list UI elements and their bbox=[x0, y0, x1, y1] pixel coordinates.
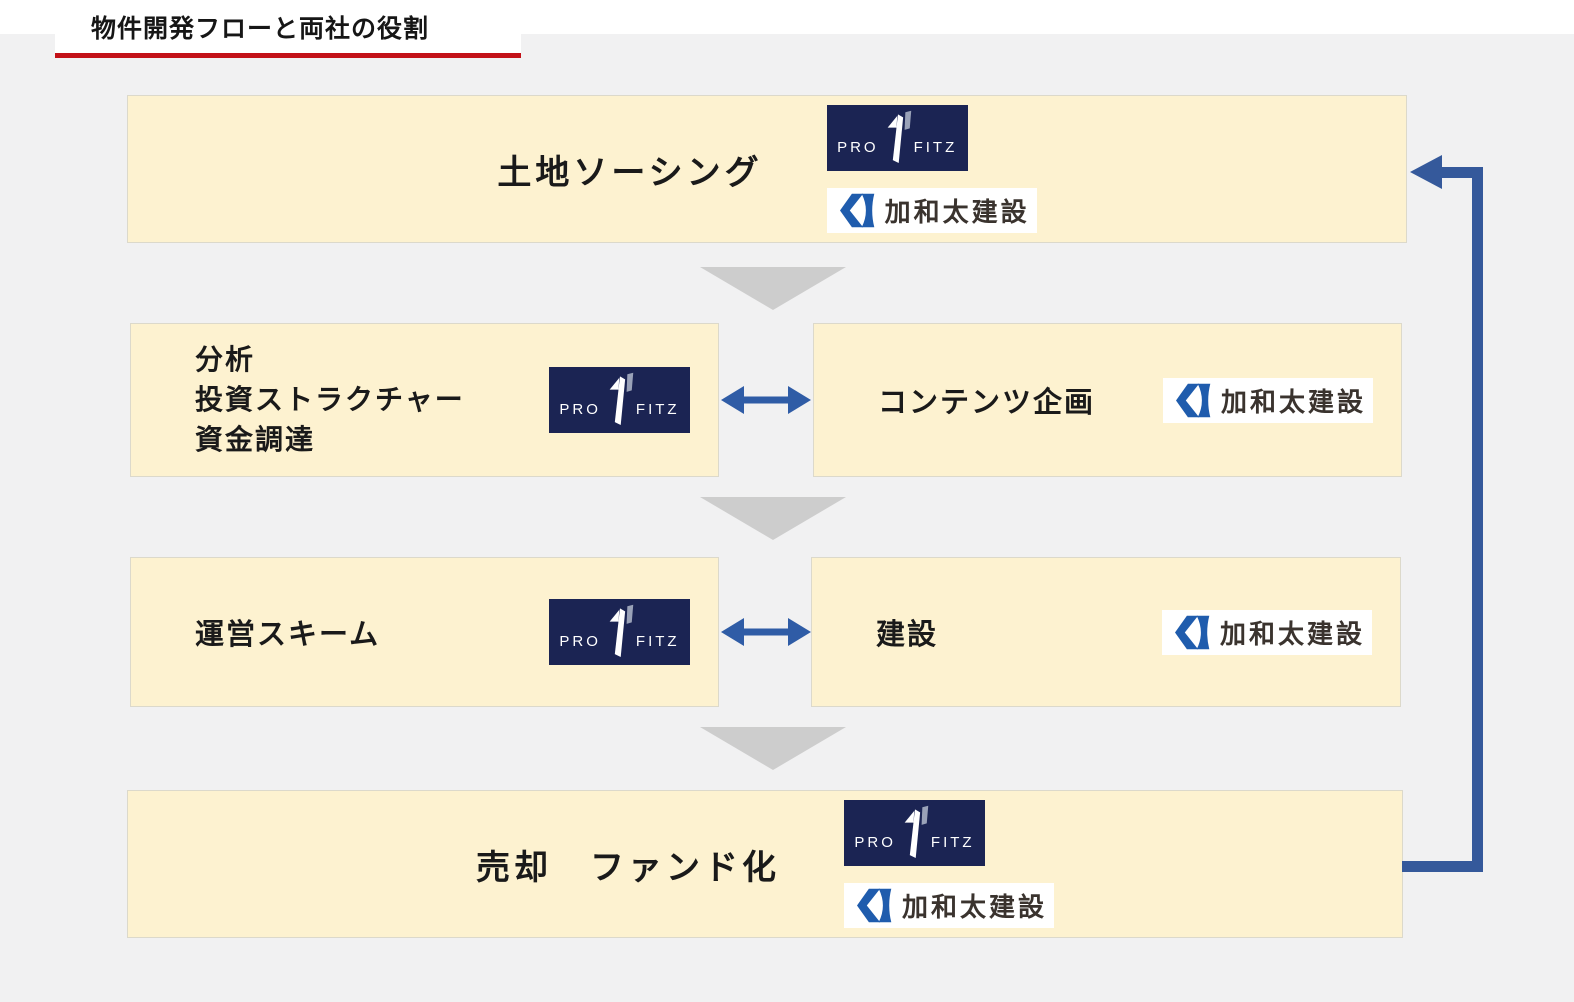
feedback-arrow-vertical-segment bbox=[1472, 172, 1483, 867]
analysis-line-3: 資金調達 bbox=[195, 424, 316, 455]
profitz-mark-icon bbox=[887, 110, 911, 164]
step-box-land-sourcing: 土地ソーシング PRO FITZ 加和太建設 bbox=[127, 95, 1407, 243]
down-arrow-icon-3 bbox=[700, 727, 846, 770]
kawata-text: 加和太建設 bbox=[884, 197, 1030, 227]
profitz-text-pro: PRO bbox=[559, 632, 601, 650]
profitz-text-pro: PRO bbox=[837, 138, 879, 156]
analysis-line-2: 投資ストラクチャー bbox=[195, 384, 465, 415]
down-arrow-icon-1 bbox=[700, 267, 846, 310]
page-title: 物件開発フローと両社の役割 bbox=[91, 14, 430, 43]
feedback-arrow-bottom-segment bbox=[1402, 861, 1483, 872]
step-box-operation-scheme: 運営スキーム PRO FITZ bbox=[130, 557, 719, 707]
kawata-k-icon bbox=[1176, 383, 1211, 417]
logo-stack-step1: PRO FITZ 加和太建設 bbox=[826, 105, 1037, 233]
profitz-mark-icon bbox=[609, 604, 634, 658]
kawata-text: 加和太建設 bbox=[902, 892, 1048, 922]
step-box-content-planning: コンテンツ企画 加和太建設 bbox=[813, 323, 1402, 477]
profitz-mark-icon bbox=[609, 372, 634, 426]
step-label-operation-scheme: 運営スキーム bbox=[195, 619, 381, 651]
step-label-construction: 建設 bbox=[876, 619, 939, 651]
kawata-logo: 加和太建設 bbox=[844, 883, 1054, 928]
kawata-k-icon bbox=[857, 888, 892, 923]
analysis-line-1: 分析 bbox=[195, 344, 256, 375]
title-block: 物件開発フローと両社の役割 bbox=[55, 0, 521, 58]
down-arrow-icon-2 bbox=[700, 497, 846, 540]
step-label-land-sourcing: 土地ソーシング bbox=[497, 153, 763, 192]
profitz-logo: PRO FITZ bbox=[549, 599, 690, 665]
profitz-text-pro: PRO bbox=[854, 833, 896, 851]
step-label-content-planning: コンテンツ企画 bbox=[878, 387, 1096, 419]
profitz-logo: PRO FITZ bbox=[549, 367, 690, 433]
step-label-sale-fund: 売却 ファンド化 bbox=[476, 848, 780, 887]
kawata-text: 加和太建設 bbox=[1220, 618, 1366, 649]
logo-stack-step4: PRO FITZ 加和太建設 bbox=[844, 800, 1054, 928]
bidirectional-arrow-icon-2 bbox=[721, 618, 811, 646]
step-box-construction: 建設 加和太建設 bbox=[811, 557, 1401, 707]
feedback-arrow-top-segment bbox=[1440, 167, 1483, 178]
profitz-text-fitz: FITZ bbox=[913, 138, 958, 156]
kawata-logo: 加和太建設 bbox=[1163, 377, 1373, 423]
profitz-logo: PRO FITZ bbox=[826, 105, 968, 171]
kawata-logo: 加和太建設 bbox=[826, 188, 1037, 233]
bidirectional-arrow-icon-1 bbox=[721, 386, 811, 414]
profitz-text-pro: PRO bbox=[559, 400, 601, 418]
kawata-text: 加和太建設 bbox=[1221, 386, 1367, 417]
profitz-text-fitz: FITZ bbox=[635, 400, 680, 418]
kawata-logo: 加和太建設 bbox=[1162, 609, 1372, 655]
kawata-k-icon bbox=[1175, 615, 1210, 649]
step-box-sale-fund: 売却 ファンド化 PRO FITZ 加和太建設 bbox=[127, 790, 1403, 938]
step-box-analysis: 分析 投資ストラクチャー 資金調達 PRO FITZ bbox=[130, 323, 719, 477]
profitz-mark-icon bbox=[904, 805, 929, 859]
profitz-text-fitz: FITZ bbox=[930, 833, 975, 851]
feedback-arrowhead-icon bbox=[1410, 155, 1442, 189]
profitz-text-fitz: FITZ bbox=[635, 632, 680, 650]
kawata-k-icon bbox=[839, 193, 874, 228]
profitz-logo: PRO FITZ bbox=[844, 800, 985, 866]
step-label-analysis: 分析 投資ストラクチャー 資金調達 bbox=[195, 343, 465, 457]
